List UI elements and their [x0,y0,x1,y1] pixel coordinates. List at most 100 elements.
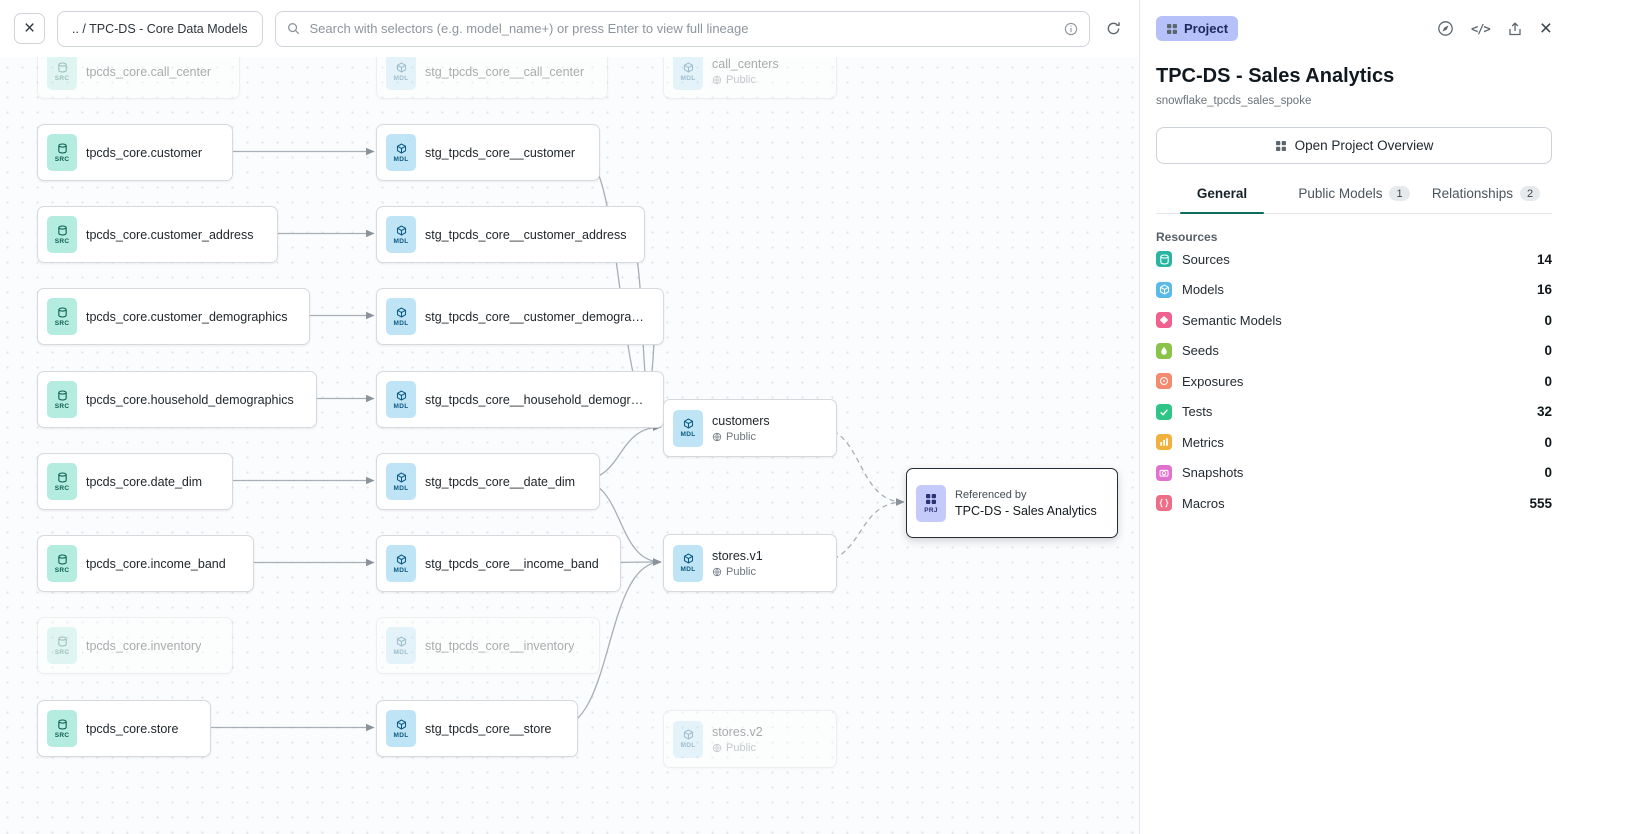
lineage-node-mdl_household_demographics[interactable]: MDL stg_tpcds_core__household_demogr… [376,371,664,428]
search-input[interactable] [307,20,1056,37]
tab-label: General [1196,186,1248,201]
semantic-icon [1156,312,1172,329]
refresh-button[interactable] [1102,17,1125,40]
resource-label: Metrics [1182,434,1224,450]
panel-actions: </> × [1437,18,1552,39]
resource-label: Sources [1182,251,1230,267]
cube-icon: MDL [673,409,703,447]
cube-icon [1156,281,1172,298]
database-icon: SRC [47,710,77,747]
overview-button-icon [1275,140,1287,152]
lineage-node-mdl_date_dim[interactable]: MDL stg_tpcds_core__date_dim [376,453,600,510]
node-label: stg_tpcds_core__date_dim [425,474,576,489]
code-icon[interactable]: </> [1471,21,1491,36]
resource-count: 555 [1529,495,1552,511]
node-type-label: MDL [393,648,409,656]
node-visibility-badge: Public [712,566,763,578]
search-icon [287,22,300,35]
resource-row-tests[interactable]: Tests 32 [1156,397,1552,428]
database-icon: SRC [47,381,77,418]
resource-count: 14 [1536,251,1552,267]
cube-icon: MDL [673,544,703,582]
node-visibility-badge: Public [712,74,779,86]
node-label: stg_tpcds_core__customer_demogra… [425,309,644,324]
search-box [274,10,1090,47]
cube-icon: MDL [386,53,416,90]
share-icon[interactable] [1507,21,1523,37]
cube-icon: MDL [386,216,416,253]
compass-icon[interactable] [1437,20,1454,37]
resource-count: 0 [1544,373,1552,389]
node-type-label: MDL [393,731,409,739]
info-icon[interactable] [1064,22,1078,36]
project-icon [1166,23,1178,35]
node-type-label: MDL [393,319,409,327]
lineage-node-mdl_customer_demographics[interactable]: MDL stg_tpcds_core__customer_demogra… [376,288,664,345]
database-icon: SRC [47,134,77,171]
globe-icon [712,432,722,442]
project-icon: PRJ [916,484,946,522]
node-type-label: MDL [393,237,409,245]
tab-label: Public Models [1298,186,1383,201]
open-project-overview-button[interactable]: Open Project Overview [1156,127,1552,164]
node-type-label: MDL [393,566,409,574]
cube-icon: MDL [386,710,416,747]
node-type-label: MDL [393,74,409,82]
breadcrumb[interactable]: .. / TPC-DS - Core Data Models [57,10,263,47]
node-visibility-badge: Public [712,431,770,443]
lineage-node-mdl_customer_address[interactable]: MDL stg_tpcds_core__customer_address [376,206,645,263]
close-lineage-button[interactable]: × [14,13,45,44]
node-type-label: MDL [680,74,696,82]
node-label: TPC-DS - Sales Analytics [955,503,1097,518]
project-slug: snowflake_tpcds_sales_spoke [1156,95,1312,107]
node-label: stg_tpcds_core__customer_address [425,227,627,242]
project-badge: Project [1156,16,1239,41]
database-icon [1156,251,1172,268]
cube-icon: MDL [386,463,416,500]
node-type-label: SRC [54,74,70,82]
lineage-node-mdl_income_band[interactable]: MDL stg_tpcds_core__income_band [376,535,621,592]
tab-general[interactable]: General [1156,186,1288,214]
node-visibility-badge: Public [712,742,763,754]
close-panel-icon[interactable]: × [1539,17,1552,40]
node-label: stg_tpcds_core__household_demogr… [425,392,644,407]
breadcrumb-label: .. / TPC-DS - Core Data Models [72,21,248,36]
resource-count: 32 [1536,404,1552,420]
lineage-edge [815,498,905,563]
cube-icon: MDL [386,381,416,418]
test-icon [1156,403,1172,420]
tab-public-models[interactable]: Public Models 1 [1288,186,1420,213]
resource-row-sources[interactable]: Sources 14 [1156,244,1552,275]
page-title: TPC-DS - Sales Analytics [1156,65,1395,87]
node-type-label: MDL [680,566,696,573]
tab-count-badge: 1 [1389,186,1410,201]
resource-label: Tests [1182,404,1213,420]
node-label: stg_tpcds_core__income_band [425,556,599,571]
node-label: stg_tpcds_core__call_center [425,64,585,79]
